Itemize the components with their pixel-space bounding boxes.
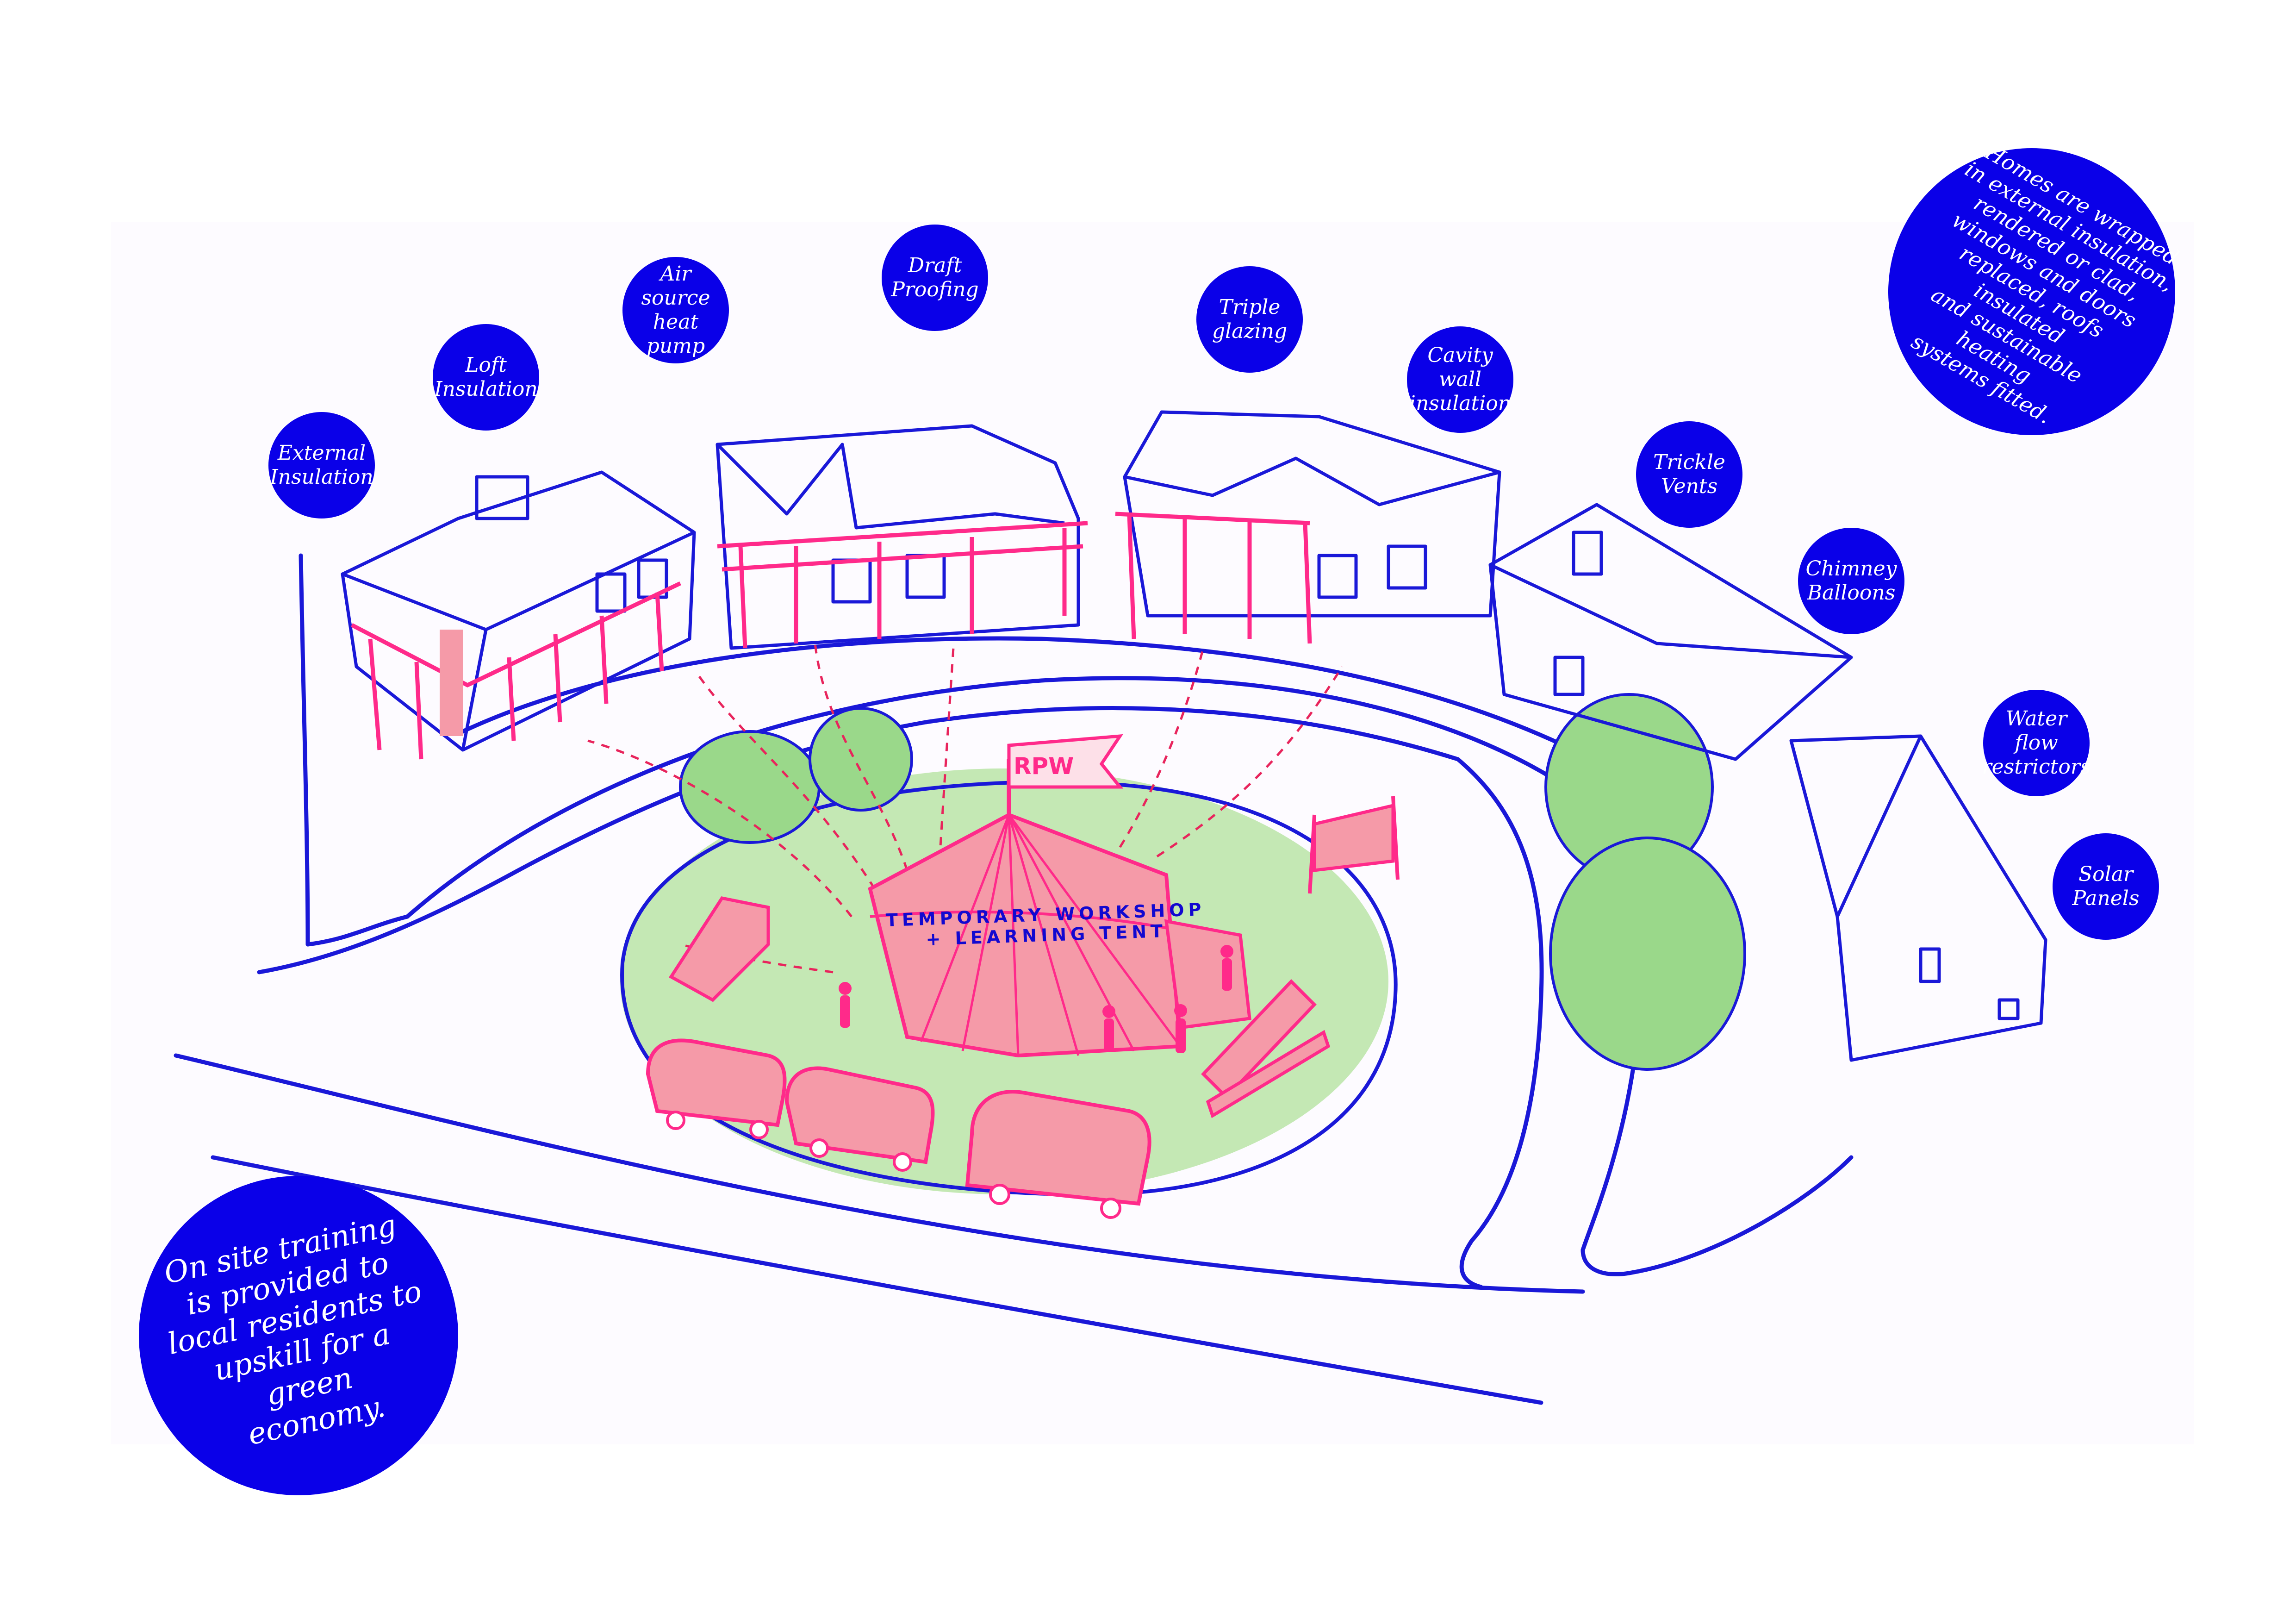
tree-2 — [809, 707, 913, 812]
bench-top — [1201, 979, 1317, 1100]
house-left-window-1 — [595, 572, 627, 613]
scaffold-left-rail — [350, 581, 681, 688]
outer-road-edge — [405, 676, 1576, 919]
person-head — [1220, 945, 1233, 958]
house-right-chimney — [1572, 531, 1603, 576]
van-2 — [784, 1066, 935, 1164]
wheel — [1100, 1198, 1121, 1219]
wheel — [809, 1138, 829, 1158]
house-left-chimney — [475, 475, 529, 520]
person — [840, 995, 850, 1028]
house-mr-roofline — [1124, 456, 1500, 506]
person — [1104, 1018, 1114, 1051]
label-cavity-wall-insulation: Cavity wall insulation — [1407, 326, 1513, 433]
wheel — [893, 1152, 912, 1172]
bench-seat — [1206, 1030, 1331, 1118]
trees — [679, 693, 1746, 1071]
wheel — [749, 1120, 769, 1139]
house-ml-roofline — [716, 443, 1065, 530]
sign-board — [1308, 796, 1400, 894]
house-fr-gable — [1836, 735, 1923, 918]
house-left-cladding — [440, 630, 463, 736]
wheel — [666, 1111, 685, 1130]
house-right-walls — [1488, 503, 1853, 761]
road-left-corner — [305, 914, 410, 947]
sign-panel — [1313, 803, 1395, 872]
top-road-edge — [460, 636, 1576, 752]
person-head — [1102, 1005, 1115, 1018]
label-solar-panels: Solar Panels — [2053, 833, 2159, 940]
workshop-tent: RPW — [868, 734, 1251, 1058]
house-left-scaffold — [350, 581, 681, 760]
front-road-lower — [211, 1155, 1543, 1405]
road-left-edge — [299, 553, 310, 947]
label-trickle-vents: Trickle Vents — [1636, 421, 1742, 528]
person — [1176, 1018, 1186, 1053]
person — [1222, 958, 1232, 991]
tree-4 — [1549, 837, 1746, 1071]
house-middle-left — [716, 424, 1080, 650]
scaffold-left-poles — [368, 592, 664, 760]
scaffold-ml-poles — [738, 528, 1067, 649]
bench — [1201, 979, 1331, 1118]
small-car — [669, 896, 770, 1002]
scaffold-ml-rail-top — [717, 521, 1088, 549]
scaffold-ml-rail-bottom — [722, 544, 1083, 572]
tent-seams — [869, 814, 1182, 1056]
van-1 — [646, 1038, 787, 1127]
arrow-to-house-2a — [697, 675, 876, 890]
scaffold-mr-rail — [1115, 512, 1310, 525]
house-left-corner — [461, 629, 488, 750]
person-head — [839, 982, 852, 995]
label-external-insulation: External Insulation — [268, 412, 375, 518]
front-road-upper — [174, 1053, 1585, 1294]
sign-posts — [1308, 796, 1400, 894]
label-loft-insulation: Loft Insulation — [433, 324, 539, 431]
van-wheels — [666, 1111, 1121, 1219]
label-draft-proofing: Draft Proofing — [882, 225, 988, 331]
arrow-to-house-2b — [813, 638, 908, 871]
house-ml-scaffold — [717, 521, 1088, 649]
tent-band — [870, 911, 1181, 932]
house-right — [1488, 503, 1853, 761]
house-mr-scaffold — [1115, 512, 1312, 644]
label-triple-glazing: Triple glazing — [1196, 266, 1303, 373]
house-mr-window-2 — [1387, 544, 1427, 590]
house-fr-window-2 — [1997, 998, 2020, 1020]
wheel — [989, 1184, 1010, 1205]
side-road — [1627, 1155, 1854, 1275]
arrow-to-house-3b — [1156, 666, 1344, 858]
house-mr-window-1 — [1317, 554, 1358, 599]
house-right-eave — [1489, 563, 1852, 659]
tree-1 — [679, 730, 821, 844]
right-road-inner — [1456, 757, 1544, 1289]
house-middle-right — [1123, 410, 1501, 618]
label-chimney-balloons: Chimney Balloons — [1798, 528, 1904, 634]
house-far-right — [1789, 734, 2047, 1062]
person-head — [1174, 1004, 1187, 1017]
label-air-source-heat-pump: Air source heat pump — [622, 257, 729, 363]
people — [839, 945, 1233, 1053]
tent-flag-text: RPW — [1014, 753, 1074, 780]
house-right-window — [1553, 656, 1585, 696]
scaffold-mr-poles — [1127, 513, 1312, 644]
vans — [646, 1038, 1151, 1206]
van-3 — [965, 1090, 1151, 1206]
house-fr-window-1 — [1919, 947, 1941, 983]
label-water-flow-restrictors: Water flow restrictors — [1982, 690, 2091, 796]
dashed-arrows — [587, 638, 1344, 974]
tent-flag — [1007, 734, 1124, 789]
house-ml-walls — [716, 424, 1080, 650]
